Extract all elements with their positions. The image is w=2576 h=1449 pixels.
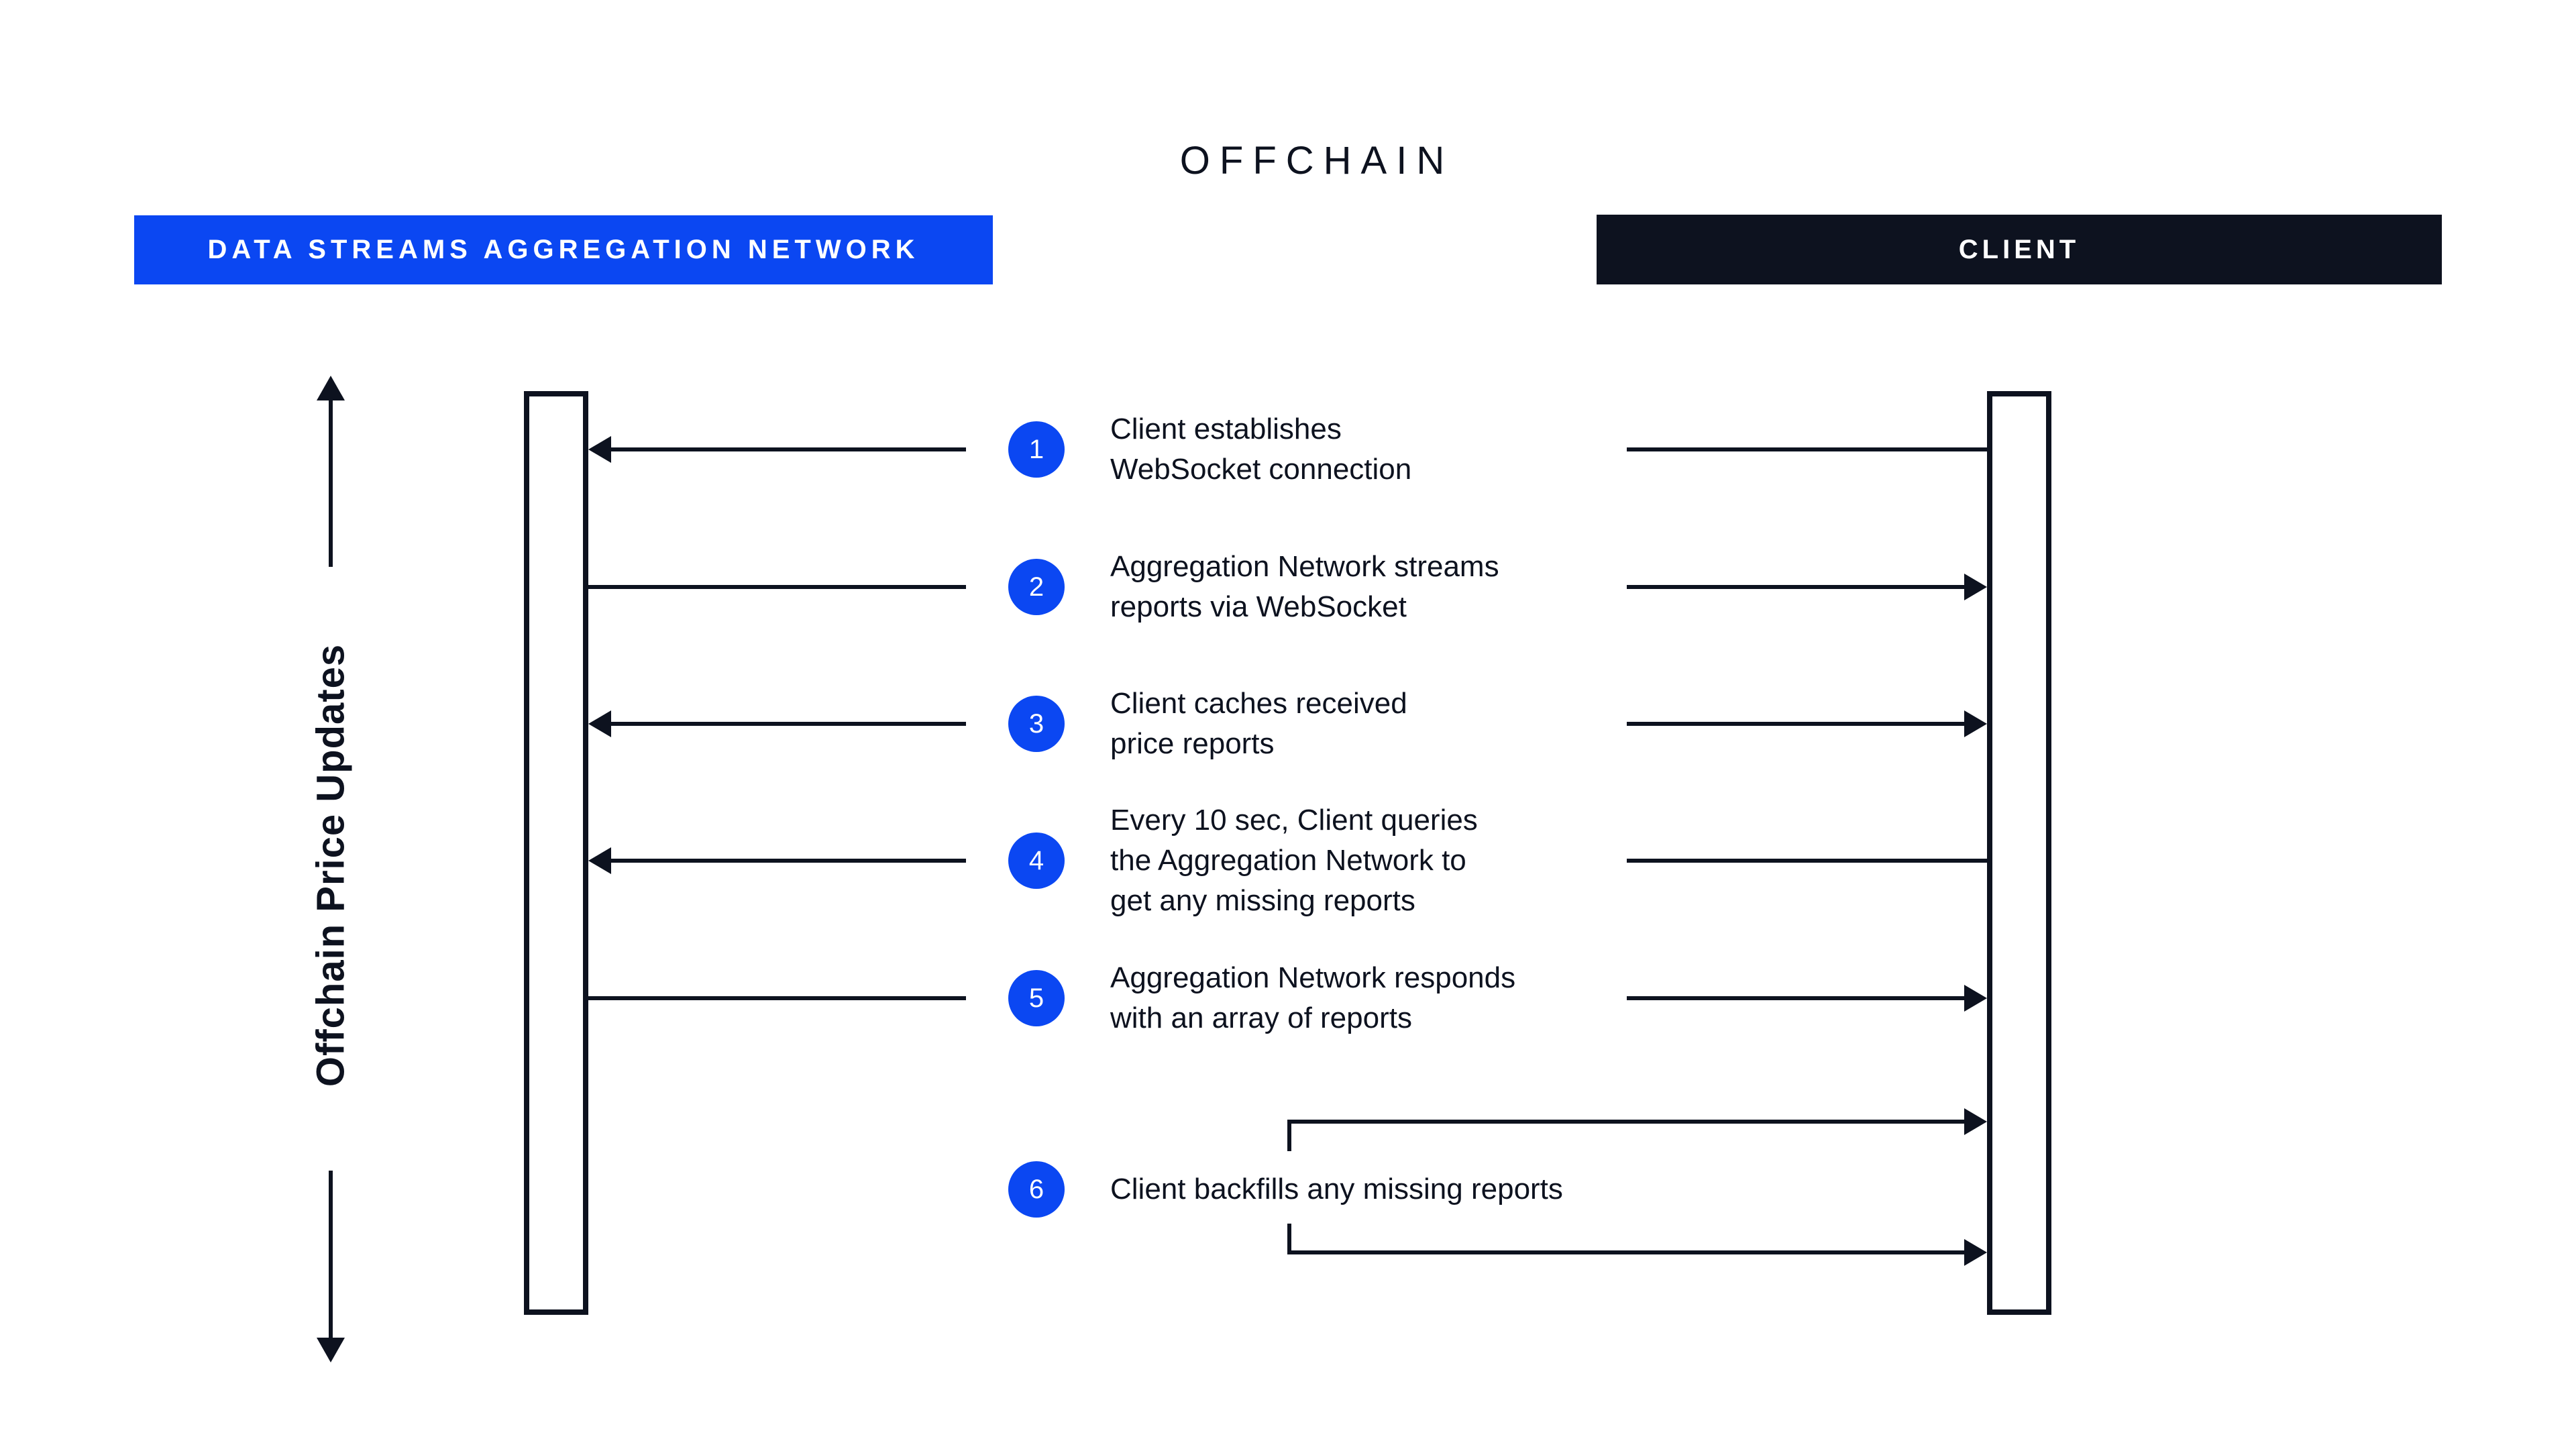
- step-1-number: 1: [1028, 434, 1044, 464]
- step-5-arrow: [586, 985, 1987, 1012]
- step-6-arrowhead-top-icon: [1964, 1108, 1987, 1135]
- step-3-badge: 3: [1008, 696, 1065, 752]
- step-2-number: 2: [1028, 572, 1044, 602]
- step-4-arrow: [588, 847, 1990, 874]
- price-updates-axis: [317, 376, 345, 1362]
- step-2-arrowhead-right-icon: [1964, 574, 1987, 600]
- lane-header-aggregation-network: DATA STREAMS AGGREGATION NETWORK: [134, 215, 993, 284]
- step-3-arrowhead-right-icon: [1964, 710, 1987, 737]
- step-3-number: 3: [1028, 708, 1044, 739]
- step-1-arrowhead-left-icon: [588, 436, 611, 463]
- lane-header-aggregation-network-label: DATA STREAMS AGGREGATION NETWORK: [207, 235, 920, 264]
- step-4-badge: 4: [1008, 833, 1065, 889]
- step-6-loop-bracket: [1287, 1108, 1987, 1266]
- step-6-text: Client backfills any missing reports: [1110, 1173, 1563, 1205]
- network-lifeline-bar: [524, 391, 588, 1315]
- axis-arrowhead-down-icon: [317, 1338, 345, 1362]
- step-2-badge: 2: [1008, 559, 1065, 615]
- client-lifeline-bar: [1987, 391, 2051, 1315]
- step-3-arrowhead-left-icon: [588, 710, 611, 737]
- step-5-arrowhead-right-icon: [1964, 985, 1987, 1012]
- step-6-badge: 6: [1008, 1161, 1065, 1218]
- step-1-badge: 1: [1008, 421, 1065, 478]
- step-3-arrow: [588, 710, 1987, 737]
- lane-header-client-label: CLIENT: [1958, 234, 2080, 264]
- step-2-arrow: [586, 574, 1987, 600]
- step-4-number: 4: [1028, 845, 1044, 875]
- axis-arrowhead-up-icon: [317, 376, 345, 400]
- step-6-number: 6: [1028, 1174, 1044, 1204]
- step-5-badge: 5: [1008, 970, 1065, 1026]
- lane-header-client: CLIENT: [1597, 215, 2442, 284]
- step-6-arrowhead-bottom-icon: [1964, 1239, 1987, 1266]
- step-5-number: 5: [1028, 983, 1044, 1013]
- step-4-arrowhead-left-icon: [588, 847, 611, 874]
- step-1-arrow: [588, 436, 1990, 463]
- page-title: OFFCHAIN: [1179, 139, 1454, 182]
